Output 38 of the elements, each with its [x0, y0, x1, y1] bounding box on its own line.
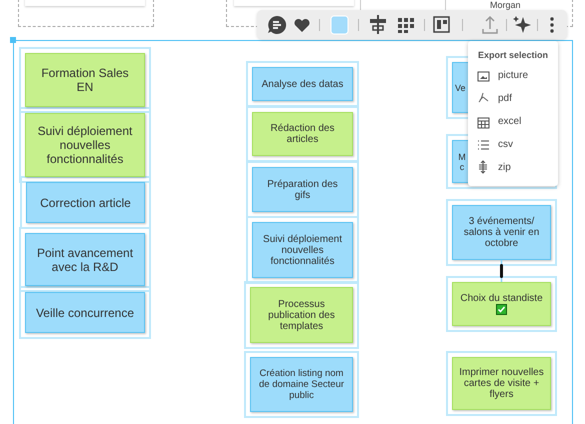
- sticky-note: [25, 233, 145, 286]
- note-text: M c: [457, 152, 467, 172]
- sticky-note: [250, 357, 353, 412]
- person-name: Morgan: [490, 0, 521, 10]
- connector-line: [500, 260, 502, 282]
- note-text: Correction article: [40, 196, 131, 210]
- note-text: Choix du standiste: [460, 293, 543, 304]
- sticky-note: [26, 182, 145, 223]
- note-text: Veille concurrence: [36, 306, 134, 320]
- note-text: Suivi déploiement nouvelles fonctionnalités: [262, 234, 343, 266]
- note-text: 3 événements/ salons à venir en octobre: [462, 216, 540, 249]
- sticky-note: [252, 67, 353, 101]
- menu-item: picture: [498, 70, 528, 81]
- sticky-note: [252, 167, 353, 212]
- note-text: Point avancement avec la R&D: [36, 246, 134, 274]
- note-text: Suivi déploiement nouvelles fonctionnalités: [36, 124, 134, 166]
- note-text: Analyse des datas: [262, 78, 344, 90]
- menu-heading: Export selection: [478, 50, 548, 60]
- note-text: Création listing nom de domaine Secteur public: [258, 368, 346, 401]
- sticky-note: [25, 292, 145, 333]
- note-text: Formation Sales EN: [40, 66, 130, 94]
- sticky-note: [252, 222, 353, 278]
- note-text: Processus publication des templates: [267, 298, 336, 332]
- menu-item: pdf: [498, 93, 512, 104]
- menu-item: zip: [498, 162, 511, 173]
- sticky-note: [452, 357, 551, 410]
- sticky-note: [452, 205, 551, 260]
- sticky-note: [250, 287, 353, 343]
- sticky-note: [25, 53, 145, 107]
- note-text: Préparation des gifs: [266, 178, 339, 200]
- note-text: Imprimer nouvelles cartes de visite + flyers: [459, 367, 544, 400]
- sticky-note: [25, 113, 145, 177]
- note-text: Rédaction des articles: [270, 123, 336, 145]
- menu-item: csv: [498, 139, 513, 150]
- note-text: Ve: [455, 82, 466, 92]
- sticky-note: [452, 282, 551, 326]
- sticky-note: [252, 112, 353, 156]
- menu-item: excel: [498, 116, 522, 127]
